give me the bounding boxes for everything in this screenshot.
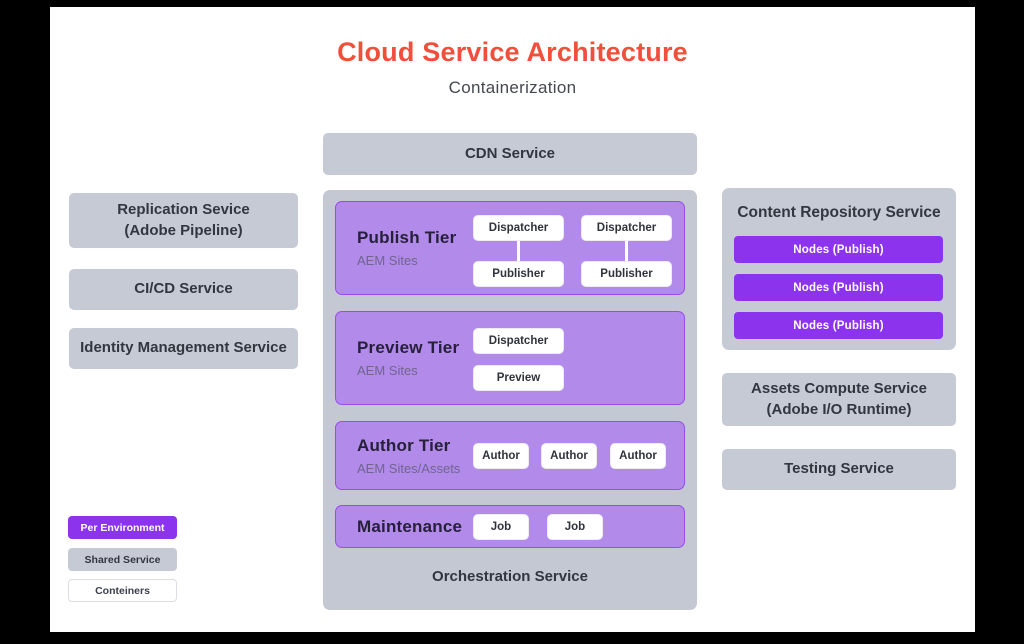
connector-line bbox=[517, 241, 520, 261]
page-title: Cloud Service Architecture bbox=[337, 37, 688, 67]
page-subtitle: Containerization bbox=[448, 78, 577, 97]
node-publish-2: Nodes (Publish) bbox=[734, 274, 943, 301]
tier-maintenance-title: Maintenance bbox=[357, 516, 463, 536]
orchestration-service-label: Orchestration Service bbox=[432, 568, 588, 585]
container-box-author: Author bbox=[541, 443, 597, 469]
publish-pair-1: Dispatcher Publisher bbox=[473, 215, 564, 287]
publish-pair-2: Dispatcher Publisher bbox=[581, 215, 672, 287]
content-repository-title: Content Repository Service bbox=[737, 204, 941, 221]
service-box-assets-compute: Assets Compute Service (Adobe I/O Runtim… bbox=[722, 373, 956, 426]
tier-preview-title: Preview Tier bbox=[357, 338, 460, 357]
container-box-job: Job bbox=[473, 514, 529, 540]
node-publish-1: Nodes (Publish) bbox=[734, 236, 943, 263]
container-box-preview: Preview bbox=[473, 365, 564, 391]
container-box-publisher: Publisher bbox=[581, 261, 672, 287]
container-box-author: Author bbox=[473, 443, 529, 469]
diagram-canvas: Cloud Service Architecture Containerizat… bbox=[50, 7, 975, 632]
service-box-replication: Replication Sevice (Adobe Pipeline) bbox=[69, 193, 298, 248]
connector-line bbox=[625, 241, 628, 261]
tier-maintenance: Maintenance Job Job bbox=[335, 505, 685, 548]
tier-author-subtitle: AEM Sites/Assets bbox=[357, 460, 461, 476]
service-box-cdn: CDN Service bbox=[323, 133, 697, 175]
content-repository-container: Content Repository Service Nodes (Publis… bbox=[722, 188, 956, 350]
container-box-dispatcher: Dispatcher bbox=[473, 328, 564, 354]
tier-preview: Preview Tier AEM Sites Dispatcher Previe… bbox=[335, 311, 685, 405]
tier-preview-subtitle: AEM Sites bbox=[357, 363, 418, 378]
container-box-dispatcher: Dispatcher bbox=[581, 215, 672, 241]
tier-author-title: Author Tier bbox=[357, 435, 451, 455]
legend-containers: Conteiners bbox=[68, 579, 177, 602]
service-box-cicd: CI/CD Service bbox=[69, 269, 298, 310]
tier-publish-subtitle: AEM Sites bbox=[357, 253, 418, 268]
container-box-job: Job bbox=[547, 514, 603, 540]
node-publish-3: Nodes (Publish) bbox=[734, 312, 943, 339]
tier-author: Author Tier AEM Sites/Assets Author Auth… bbox=[335, 421, 685, 490]
orchestration-service-container: Publish Tier AEM Sites Dispatcher Publis… bbox=[323, 190, 697, 610]
tier-publish-title: Publish Tier bbox=[357, 228, 457, 247]
container-box-author: Author bbox=[610, 443, 666, 469]
legend-shared-service: Shared Service bbox=[68, 548, 177, 571]
tier-publish: Publish Tier AEM Sites Dispatcher Publis… bbox=[335, 201, 685, 295]
container-box-publisher: Publisher bbox=[473, 261, 564, 287]
service-box-identity-management: Identity Management Service bbox=[69, 328, 298, 369]
container-box-dispatcher: Dispatcher bbox=[473, 215, 564, 241]
legend-per-environment: Per Environment bbox=[68, 516, 177, 539]
service-box-testing: Testing Service bbox=[722, 449, 956, 490]
